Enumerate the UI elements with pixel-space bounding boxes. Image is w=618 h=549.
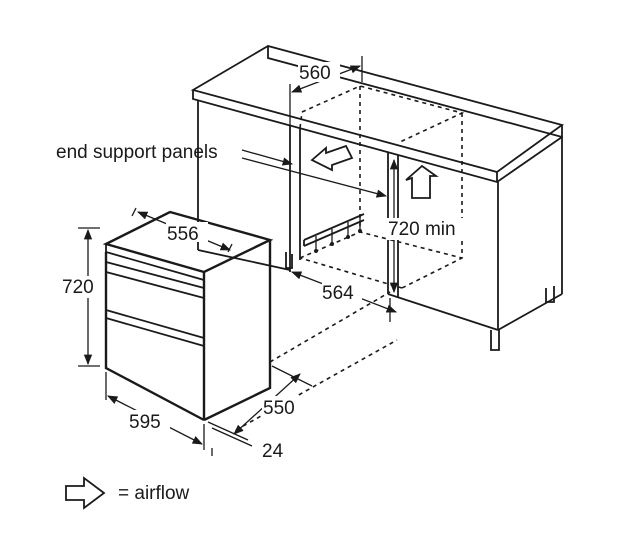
dimension-24: 24	[207, 421, 284, 462]
dimension-720-label: 720	[62, 277, 94, 298]
dimension-720-min: 720 min	[386, 158, 466, 294]
dimension-556-label: 556	[167, 224, 199, 245]
dimension-720: 720	[60, 227, 102, 367]
dimension-556: 556	[131, 207, 233, 253]
dimension-564-label: 564	[322, 283, 354, 304]
dimension-595-label: 595	[129, 412, 161, 433]
dimension-564: 564	[291, 271, 397, 322]
dimension-550: 550	[233, 365, 313, 435]
dimension-560-label: 560	[299, 63, 331, 84]
support-rail	[303, 213, 365, 253]
airflow-arrow-upward-icon	[405, 164, 439, 199]
airflow-legend-label: = airflow	[118, 483, 190, 504]
dimension-720-min-label: 720 min	[388, 219, 456, 240]
end-support-panels-label: end support panels	[56, 142, 218, 163]
airflow-legend: = airflow	[65, 476, 190, 510]
dimension-560: 560	[289, 56, 363, 126]
dimension-550-label: 550	[263, 398, 295, 419]
outline-arrow-icon	[65, 476, 106, 510]
dimension-595: 595	[105, 372, 205, 450]
end-support-panels-callout: end support panels	[56, 142, 388, 198]
dimension-24-label: 24	[262, 441, 284, 462]
airflow-arrow-inward-icon	[310, 144, 354, 172]
